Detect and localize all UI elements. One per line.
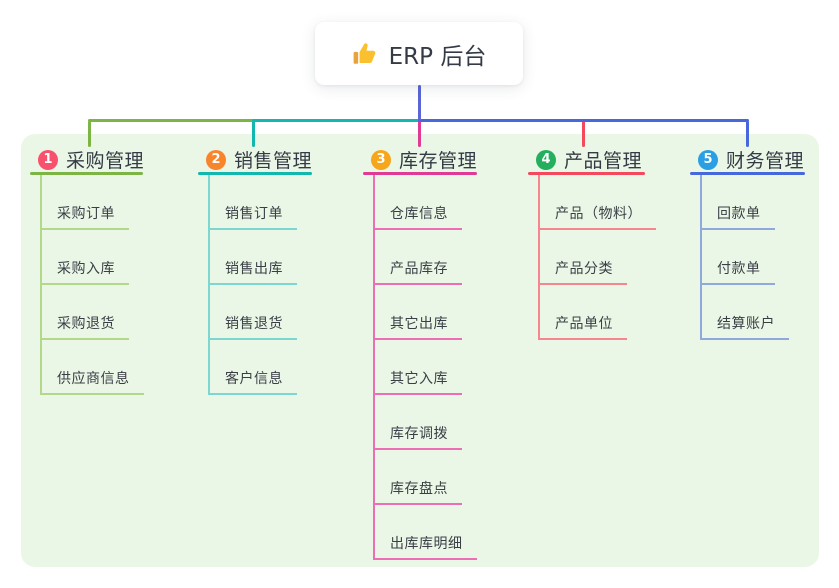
child-node[interactable]: 其它入库 bbox=[373, 371, 462, 395]
branch-number-badge: 1 bbox=[38, 149, 58, 170]
branch-node[interactable]: 4 产品管理 bbox=[528, 147, 645, 172]
branches-panel bbox=[21, 134, 819, 567]
branch-child-connector bbox=[40, 175, 42, 395]
child-node[interactable]: 客户信息 bbox=[208, 371, 297, 395]
branch-node[interactable]: 1 采购管理 bbox=[30, 147, 145, 172]
connector-drop-sales bbox=[252, 121, 255, 147]
branch-label: 财务管理 bbox=[726, 150, 805, 172]
child-node[interactable]: 销售出库 bbox=[208, 261, 297, 285]
branch-underline bbox=[528, 172, 645, 175]
child-node[interactable]: 产品分类 bbox=[538, 261, 627, 285]
branch-child-connector bbox=[538, 175, 540, 340]
root-title: ERP 后台 bbox=[388, 43, 487, 70]
branch-number-badge: 4 bbox=[536, 149, 556, 170]
child-node[interactable]: 库存盘点 bbox=[373, 481, 462, 505]
branch-underline bbox=[198, 172, 312, 175]
connector-drop-finance bbox=[746, 121, 749, 147]
branch-number-badge: 3 bbox=[371, 149, 391, 170]
branch-purchase: 1 采购管理 采购订单 采购入库 采购退货 供应商信息 bbox=[30, 147, 145, 395]
branch-label: 产品管理 bbox=[564, 150, 643, 172]
branch-product: 4 产品管理 产品（物料） 产品分类 产品单位 bbox=[528, 147, 656, 340]
branch-node[interactable]: 5 财务管理 bbox=[690, 147, 805, 172]
connector-root-stub bbox=[418, 85, 421, 121]
branch-label: 库存管理 bbox=[399, 150, 478, 172]
thumbs-up-icon bbox=[352, 41, 378, 67]
child-node[interactable]: 出库库明细 bbox=[373, 536, 477, 560]
connector-drop-product bbox=[582, 119, 585, 147]
connector-drop-inventory bbox=[418, 119, 421, 147]
connector-bus-teal bbox=[252, 119, 420, 122]
connector-bus-green bbox=[88, 119, 254, 122]
branch-inventory: 3 库存管理 仓库信息 产品库存 其它出库 其它入库 库存调拨 库存盘点 出库库… bbox=[363, 147, 477, 560]
child-node[interactable]: 采购退货 bbox=[40, 316, 129, 340]
branch-sales: 2 销售管理 销售订单 销售出库 销售退货 客户信息 bbox=[198, 147, 312, 395]
child-node[interactable]: 结算账户 bbox=[700, 316, 789, 340]
root-node[interactable]: ERP 后台 bbox=[315, 22, 523, 85]
branch-underline bbox=[363, 172, 477, 175]
child-node[interactable]: 付款单 bbox=[700, 261, 775, 285]
branch-label: 销售管理 bbox=[234, 150, 313, 172]
child-node[interactable]: 销售订单 bbox=[208, 206, 297, 230]
child-node[interactable]: 销售退货 bbox=[208, 316, 297, 340]
branch-child-connector bbox=[700, 175, 702, 340]
connector-bus-blue bbox=[418, 119, 749, 122]
child-node[interactable]: 库存调拨 bbox=[373, 426, 462, 450]
child-node[interactable]: 仓库信息 bbox=[373, 206, 462, 230]
child-node[interactable]: 回款单 bbox=[700, 206, 775, 230]
branch-child-connector bbox=[208, 175, 210, 395]
child-node[interactable]: 其它出库 bbox=[373, 316, 462, 340]
child-node[interactable]: 产品单位 bbox=[538, 316, 627, 340]
child-node[interactable]: 产品（物料） bbox=[538, 206, 656, 230]
branch-number-badge: 2 bbox=[206, 149, 226, 170]
connector-drop-purchase bbox=[88, 121, 91, 147]
branch-child-connector bbox=[373, 175, 375, 560]
child-node[interactable]: 供应商信息 bbox=[40, 371, 144, 395]
branch-node[interactable]: 3 库存管理 bbox=[363, 147, 477, 172]
branch-underline bbox=[30, 172, 143, 175]
branch-number-badge: 5 bbox=[698, 149, 718, 170]
branch-node[interactable]: 2 销售管理 bbox=[198, 147, 312, 172]
child-node[interactable]: 产品库存 bbox=[373, 261, 462, 285]
child-node[interactable]: 采购订单 bbox=[40, 206, 129, 230]
branch-underline bbox=[690, 172, 805, 175]
branch-finance: 5 财务管理 回款单 付款单 结算账户 bbox=[690, 147, 805, 340]
child-node[interactable]: 采购入库 bbox=[40, 261, 129, 285]
branch-label: 采购管理 bbox=[66, 150, 145, 172]
